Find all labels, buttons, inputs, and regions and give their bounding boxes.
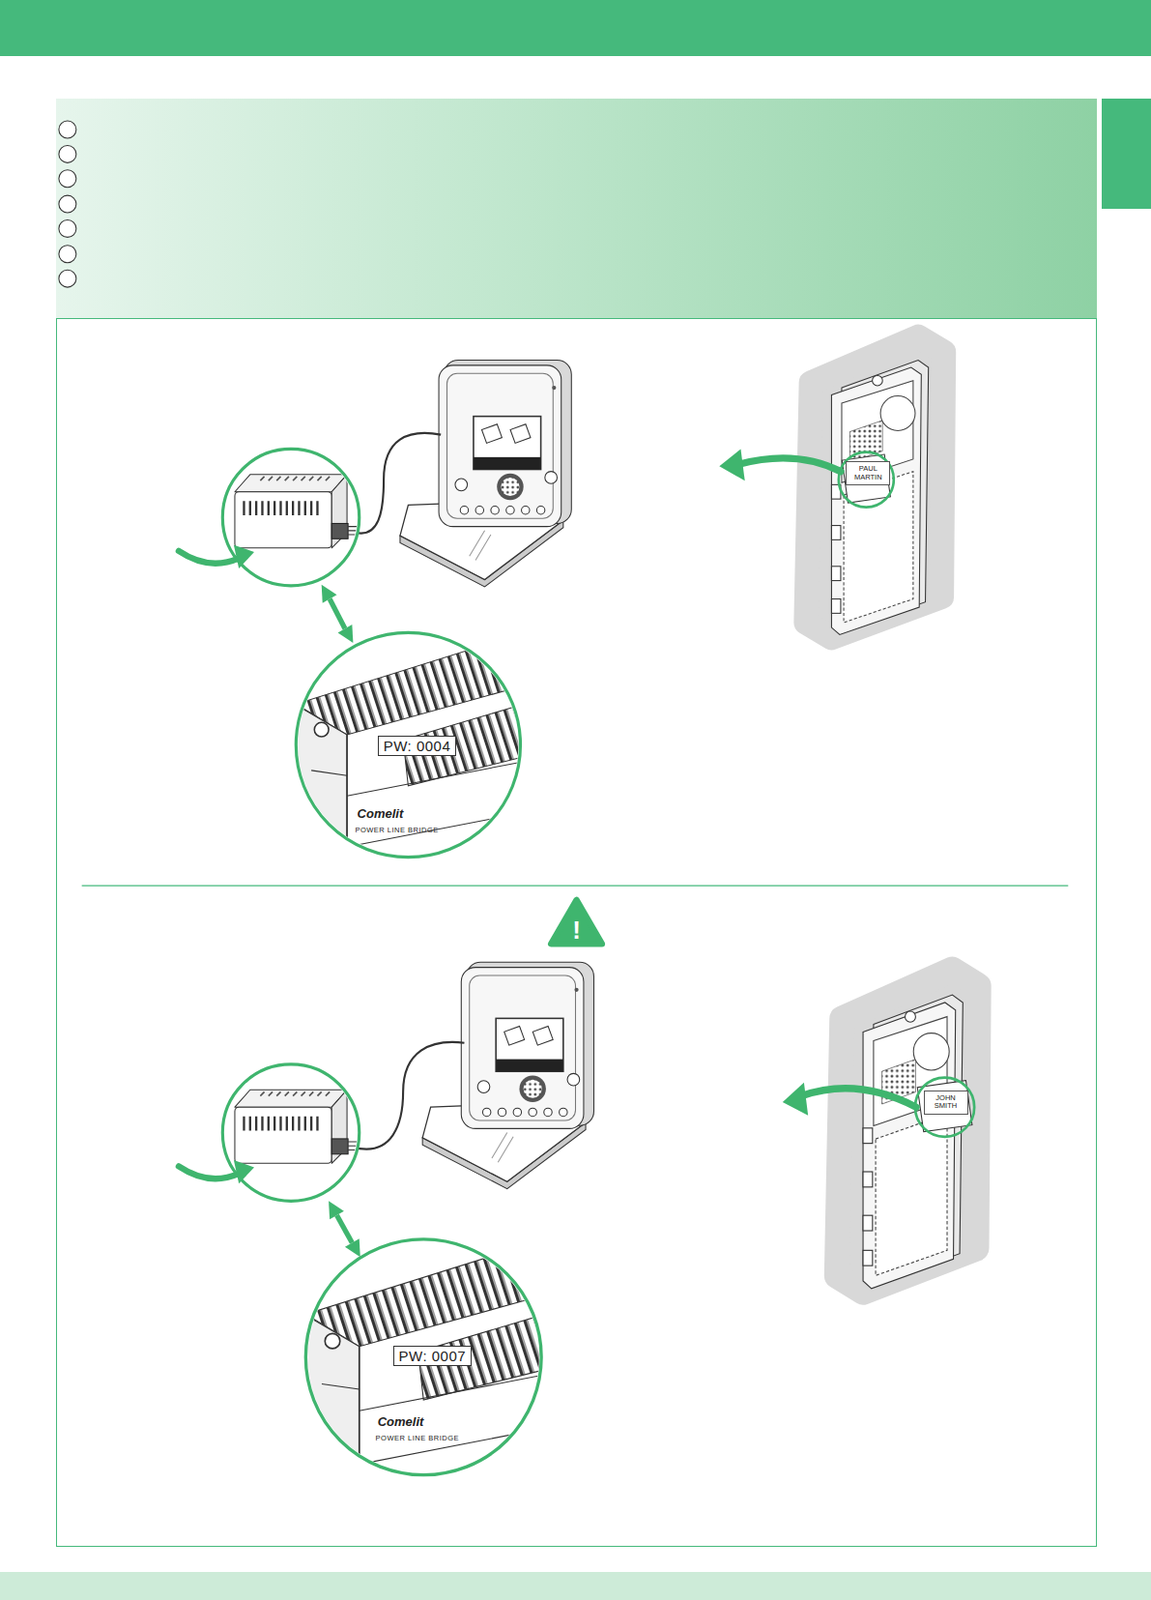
product-label: POWER LINE BRIDGE (375, 1433, 460, 1442)
door-panel (836, 969, 979, 1292)
header-panel (56, 98, 1097, 319)
password-label: PW: 0004 (377, 735, 458, 756)
node-text: PAUL MARTIN (848, 464, 888, 482)
double-arrow (328, 1200, 361, 1257)
label-text: POWER LINE BRIDGE (375, 1433, 460, 1442)
power-adapter (222, 1064, 359, 1201)
label-text: Comelit (357, 805, 404, 821)
name-plate: PAUL MARTIN (845, 460, 891, 486)
power-cable (351, 1041, 464, 1150)
nameplate-flap (841, 454, 891, 503)
zoom-circle (222, 448, 359, 585)
monitor-unit (422, 961, 594, 1188)
label-text: POWER LINE BRIDGE (354, 825, 438, 835)
plug-arrowhead (233, 1159, 255, 1183)
zoom-circle (222, 1064, 359, 1201)
remove-arrowhead (782, 1082, 808, 1116)
node-text: JOHN SMITH (926, 1093, 966, 1111)
remove-arrowhead (719, 448, 745, 481)
brand-label: Comelit (377, 1413, 425, 1429)
name-plate: JOHN SMITH (923, 1090, 969, 1115)
password-label: PW: 0007 (393, 1345, 473, 1366)
bottom-bar (0, 1571, 1151, 1600)
warning-mark: ! (572, 915, 581, 946)
header-bullets (58, 120, 77, 288)
remove-arrow (802, 1088, 917, 1107)
bridge-zoom (294, 1237, 552, 1486)
section-divider (82, 885, 1069, 887)
label-text: Comelit (377, 1413, 425, 1429)
plug-arrowhead (233, 545, 255, 569)
power-adapter (222, 448, 359, 585)
monitor-unit (400, 360, 572, 587)
zoom-circle (838, 452, 894, 508)
node-text: PW: 0004 (383, 737, 452, 754)
top-bar (0, 0, 1151, 57)
door-panel (805, 336, 944, 637)
side-tab (1101, 98, 1151, 209)
label-text: ! (572, 915, 581, 946)
brand-label: Comelit (357, 805, 404, 821)
plug-arrow (178, 550, 239, 564)
double-arrow (321, 584, 354, 643)
product-label: POWER LINE BRIDGE (354, 825, 438, 835)
nameplate-flap (917, 1080, 973, 1132)
node-text: PW: 0007 (399, 1347, 467, 1364)
remove-arrow (738, 458, 841, 472)
zoom-circle (915, 1077, 975, 1137)
bridge-zoom (286, 630, 531, 867)
power-cable (351, 432, 441, 534)
plug-arrow (178, 1165, 239, 1179)
